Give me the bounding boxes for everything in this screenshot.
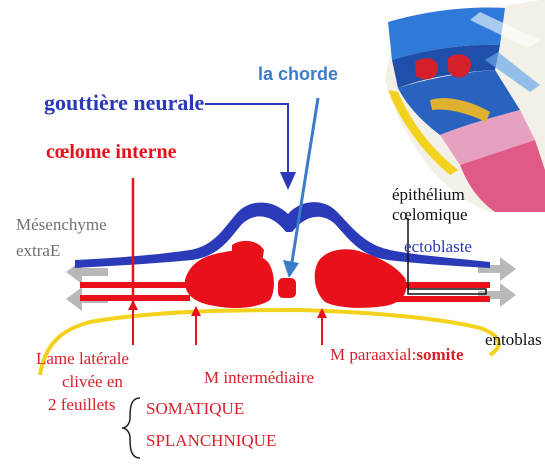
- label-la-chorde: la chorde: [258, 64, 338, 84]
- chorde-arrow: [283, 97, 320, 278]
- label-coelomique: cœlomique: [392, 205, 468, 224]
- label-m-paraaxial-text: M paraaxial:: [330, 345, 416, 364]
- label-lame-laterale: Lame latérale: [36, 349, 129, 368]
- lame-laterale-left: [80, 282, 190, 301]
- lame-laterale-right: [390, 282, 490, 302]
- label-m-paraaxial: M paraaxial:somite: [330, 345, 464, 364]
- mesoderm-left-inner: [232, 240, 264, 262]
- feuillets-brace: [121, 397, 141, 459]
- notochord: [278, 278, 296, 298]
- label-m-intermediaire: M intermédiaire: [204, 368, 314, 387]
- label-ectoblaste: ectoblaste: [404, 237, 472, 256]
- entoblaste-layer: [38, 307, 501, 376]
- label-mesenchyme: Mésenchyme: [16, 215, 107, 234]
- label-entoblaste: entoblas: [485, 330, 542, 349]
- label-somite: somite: [416, 345, 464, 364]
- label-extrae: extraE: [16, 241, 60, 260]
- label-splanchnique: SPLANCHNIQUE: [146, 431, 276, 450]
- label-somatique: SOMATIQUE: [146, 399, 244, 418]
- ectoblaste-layer: [75, 202, 490, 268]
- mesoderm-left-block: [184, 250, 274, 308]
- bottom-arrows: [128, 300, 327, 345]
- embryo-3d-inset: [385, 0, 545, 212]
- gouttiere-arrow: [205, 103, 296, 190]
- label-2-feuillets: 2 feuillets: [48, 395, 116, 414]
- label-gouttiere-neurale: gouttière neurale: [44, 90, 205, 115]
- label-epithelium: épithélium: [392, 185, 465, 204]
- label-coelome-interne: cœlome interne: [46, 141, 177, 163]
- epithelium-segment: [407, 288, 487, 295]
- label-clivee-en: clivée en: [62, 372, 123, 391]
- mesoderm-right-block: [314, 249, 407, 308]
